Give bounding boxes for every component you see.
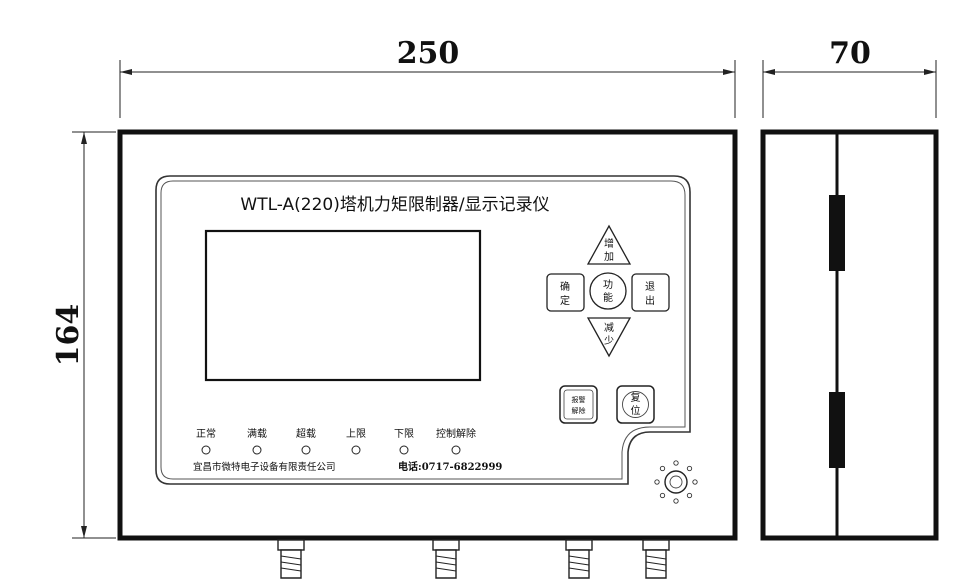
indicator-normal: 正常 (196, 427, 216, 455)
reset-label-1: 复 (631, 391, 641, 404)
dimension-front-width: 250 (119, 36, 736, 118)
phone-number: 电话:0717-6822999 (398, 460, 502, 473)
decrease-label-1: 减 (604, 322, 614, 334)
exit-button[interactable]: 退 出 (631, 273, 670, 312)
faceplate-outer (155, 175, 691, 485)
indicator-led (252, 445, 262, 455)
exit-label-1: 退 (645, 281, 655, 293)
indicator-label: 下限 (394, 428, 414, 440)
dimension-side-width: 70 (762, 36, 937, 118)
front-width-label: 250 (397, 36, 460, 71)
company-name: 宜昌市微特电子设备有限责任公司 (193, 461, 336, 473)
increase-button[interactable]: 增 加 (586, 224, 632, 265)
alarm-release-label-1: 报警 (572, 395, 586, 404)
side-width-label: 70 (829, 36, 871, 71)
indicator-led (351, 445, 361, 455)
side-hinge-lower (829, 392, 845, 468)
side-housing (760, 129, 939, 541)
decrease-button[interactable]: 减 少 (586, 317, 632, 358)
function-label-1: 功 (603, 279, 613, 291)
indicator-control-release: 控制解除 (436, 427, 476, 455)
reset-label-2: 位 (631, 404, 641, 417)
indicator-upper-limit: 上限 (346, 428, 366, 455)
cable-gland-4 (642, 539, 670, 579)
panel-title: WTL-A(220)塔机力矩限制器/显示记录仪 (240, 195, 549, 215)
function-label-2: 能 (603, 291, 613, 304)
alarm-release-button[interactable]: 报警 解除 (559, 385, 598, 424)
indicator-label: 满载 (247, 428, 267, 440)
indicator-full-load: 满载 (247, 428, 267, 455)
front-housing (117, 129, 738, 541)
indicator-label: 正常 (196, 427, 216, 440)
cable-gland-3 (565, 539, 593, 579)
reset-button[interactable]: 复 位 (616, 385, 655, 424)
height-label: 164 (51, 304, 86, 367)
indicator-led (201, 445, 211, 455)
display-screen (204, 229, 482, 382)
indicator-overload: 超载 (296, 427, 316, 455)
indicator-led (399, 445, 409, 455)
decrease-label-2: 少 (604, 335, 614, 347)
speaker-grille (654, 460, 698, 504)
indicator-led (301, 445, 311, 455)
cable-gland-1 (277, 539, 305, 579)
indicator-led (451, 445, 461, 455)
indicator-label: 控制解除 (436, 427, 476, 440)
side-hinge-upper (829, 195, 845, 271)
faceplate-inner (160, 180, 686, 480)
confirm-label-1: 确 (560, 280, 570, 293)
side-view (760, 129, 939, 541)
function-button[interactable]: 功 能 (589, 272, 627, 310)
indicator-label: 上限 (346, 428, 366, 440)
confirm-label-2: 定 (560, 294, 570, 307)
indicator-lower-limit: 下限 (394, 428, 414, 455)
indicator-label: 超载 (296, 427, 316, 440)
increase-label-2: 加 (604, 251, 614, 263)
confirm-button[interactable]: 确 定 (546, 273, 585, 312)
exit-label-2: 出 (645, 294, 655, 307)
alarm-release-label-2: 解除 (572, 406, 586, 415)
increase-label-1: 增 (604, 237, 614, 250)
cable-gland-2 (432, 539, 460, 579)
dimension-height: 164 (51, 131, 116, 539)
